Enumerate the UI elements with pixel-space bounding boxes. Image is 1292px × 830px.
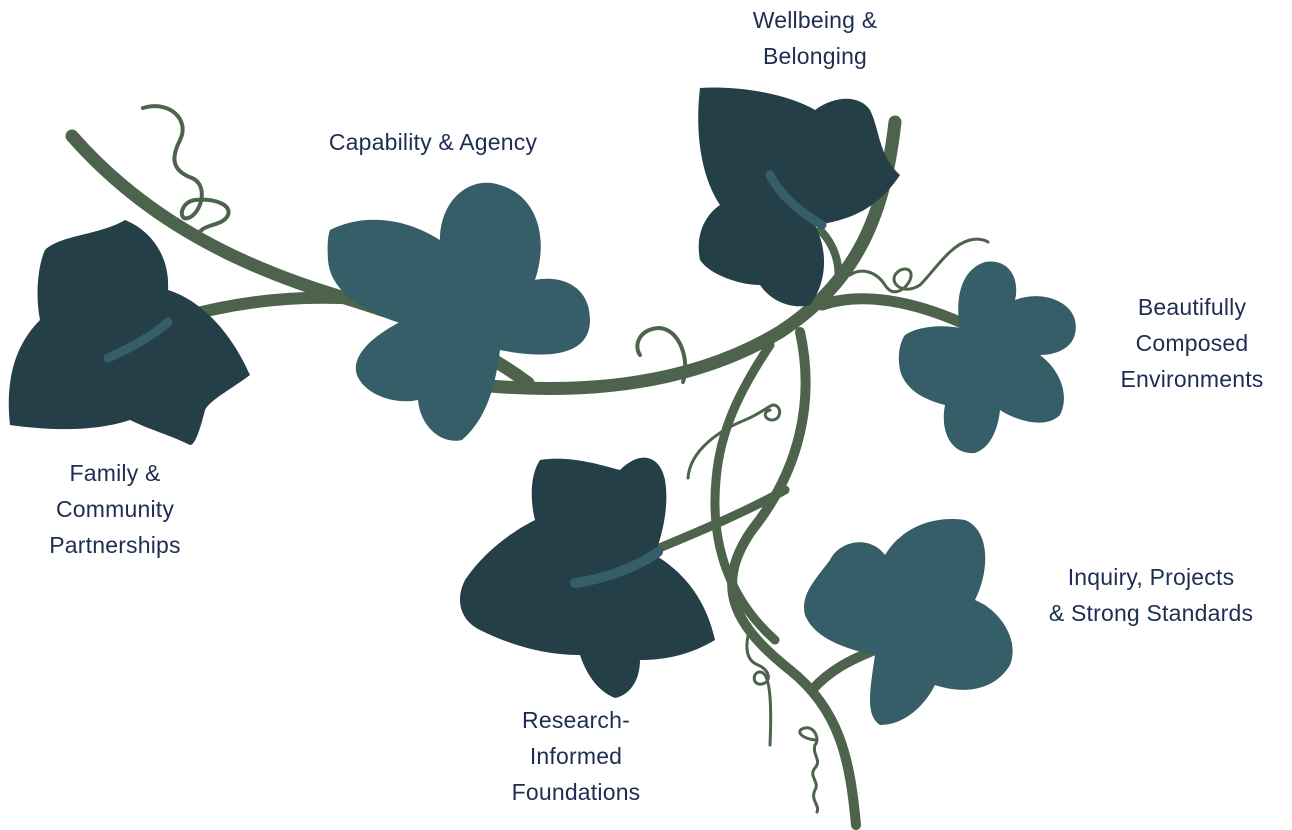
pillar-label-research-foundations: Research- Informed Foundations <box>486 702 666 810</box>
leaf-family-vein <box>103 317 173 363</box>
pillar-label-line: Environments <box>1120 366 1264 392</box>
pillar-label-line: Capability & Agency <box>328 129 538 155</box>
leaf-family <box>8 220 250 445</box>
pillar-label-line: Community <box>55 496 175 522</box>
vine-stem-wellbeing-twig <box>816 226 843 284</box>
pillar-label-line: Partnerships <box>49 532 181 558</box>
tendril-top-left <box>141 104 231 240</box>
tendril-middle <box>686 403 782 480</box>
tendril-upper-right <box>848 237 990 294</box>
vine-stem-inquiry-branch <box>807 645 880 695</box>
pillar-label-wellbeing: Wellbeing & Belonging <box>705 2 925 74</box>
leaf-wellbeing <box>698 87 900 307</box>
tendril-center-curl <box>635 325 688 384</box>
tendril-lower-left <box>745 626 773 747</box>
vine-stem-down-main <box>727 327 861 830</box>
pillar-label-line: Informed <box>529 743 623 769</box>
pillar-label-line: Foundations <box>511 779 641 805</box>
leaf-inquiry <box>804 519 1013 725</box>
pillar-label-beautiful-environments: Beautifully Composed Environments <box>1100 289 1284 397</box>
leaf-wellbeing-vein <box>765 170 827 230</box>
leaf-beautiful <box>898 261 1076 454</box>
pillar-label-family-community: Family & Community Partnerships <box>20 455 210 563</box>
pillar-label-line: Belonging <box>762 43 868 69</box>
pillar-label-line: Inquiry, Projects <box>1067 564 1235 590</box>
pillar-label-line: & Strong Standards <box>1048 600 1254 626</box>
pillar-label-line: Wellbeing & <box>752 7 878 33</box>
pillar-label-capability: Capability & Agency <box>300 124 566 160</box>
pillar-label-line: Family & <box>69 460 161 486</box>
pillar-label-line: Composed <box>1135 330 1249 356</box>
leaf-capability <box>327 182 590 441</box>
pillar-label-line: Research- <box>522 707 630 733</box>
vine-stem-center <box>483 115 902 395</box>
pillar-label-inquiry-projects: Inquiry, Projects & Strong Standards <box>1024 559 1278 631</box>
vine-stem-down-secondary <box>710 340 780 645</box>
vine-stem-research-branch <box>645 485 790 557</box>
leaves <box>8 87 1076 725</box>
tendril-bottom <box>798 726 820 814</box>
vine-tendrils <box>141 104 990 814</box>
leaf-research-vein <box>570 547 663 588</box>
pillar-label-line: Beautifully <box>1137 294 1247 320</box>
vine-stem-beautiful-branch <box>816 293 968 329</box>
